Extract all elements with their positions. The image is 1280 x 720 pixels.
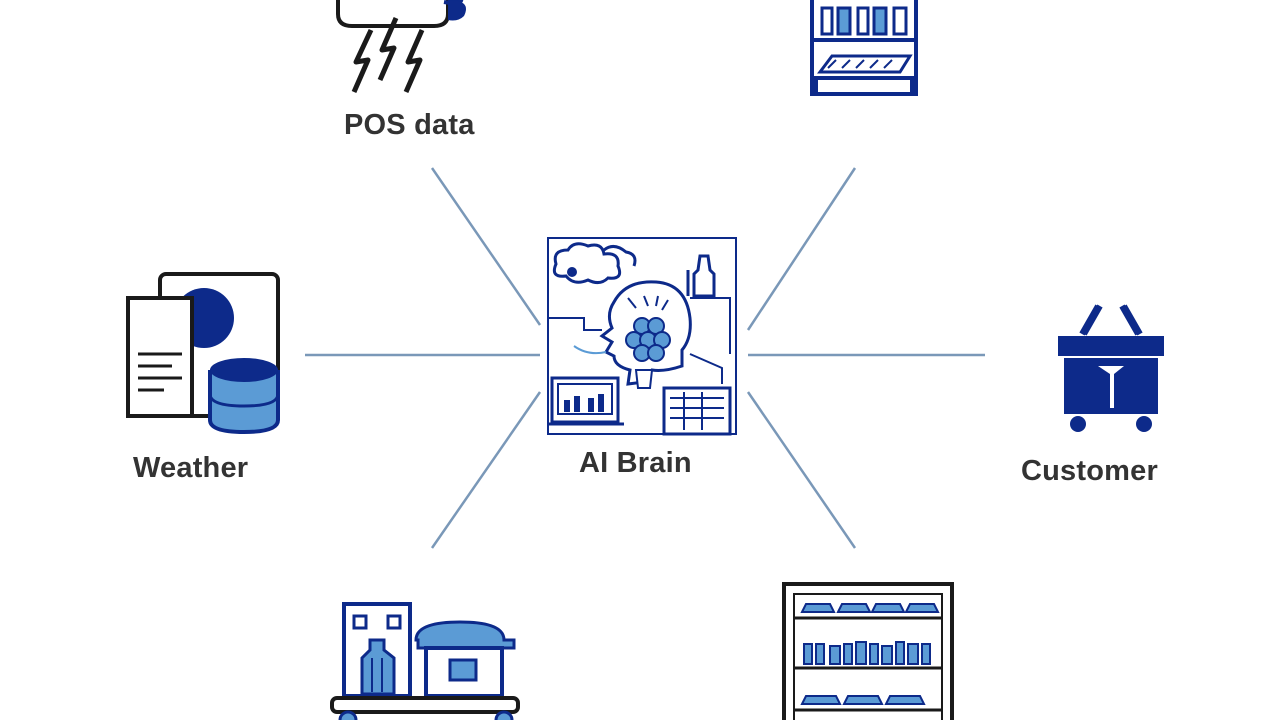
- warehouse-cart-icon: [330, 602, 520, 720]
- shopping-basket-icon: [1058, 304, 1164, 432]
- connector-bottom-right: [746, 391, 857, 549]
- store-shelf-icon: [810, 0, 918, 96]
- inventory-shelves-icon: [782, 582, 954, 720]
- weather-document-database-icon: [126, 272, 280, 435]
- connector-top-right: [746, 167, 857, 331]
- pos-data-label: POS data: [344, 109, 475, 141]
- storm-cloud-icon: [336, 0, 466, 94]
- weather-label: Weather: [133, 452, 249, 484]
- customer-label: Customer: [1021, 455, 1158, 487]
- connector-top-left: [430, 167, 542, 326]
- ai-brain-icon: [547, 237, 737, 436]
- connector-bottom-left: [430, 391, 542, 549]
- ai-brain-label: AI Brain: [579, 447, 692, 479]
